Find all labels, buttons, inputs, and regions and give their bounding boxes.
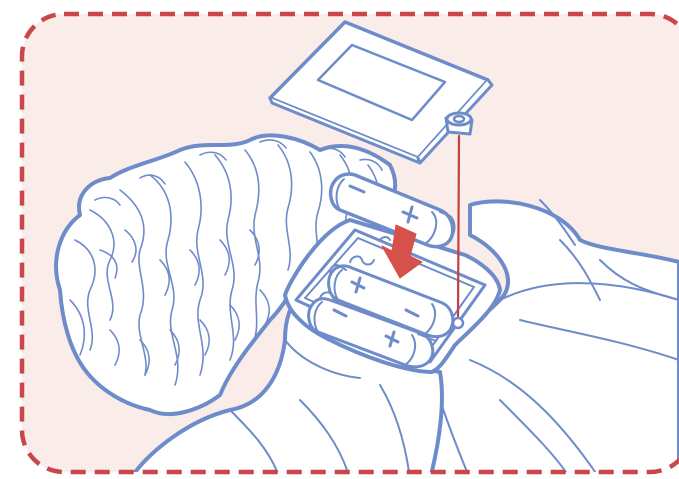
battery-middle (327, 264, 455, 339)
screw-icon (444, 111, 474, 136)
guide-line (456, 134, 461, 318)
battery-cover (268, 20, 494, 165)
battery-lower (307, 297, 437, 369)
screw-hole (451, 316, 465, 330)
battery-upper-falling (328, 172, 456, 249)
down-arrow-icon (381, 224, 423, 279)
dashed-frame (19, 11, 679, 475)
